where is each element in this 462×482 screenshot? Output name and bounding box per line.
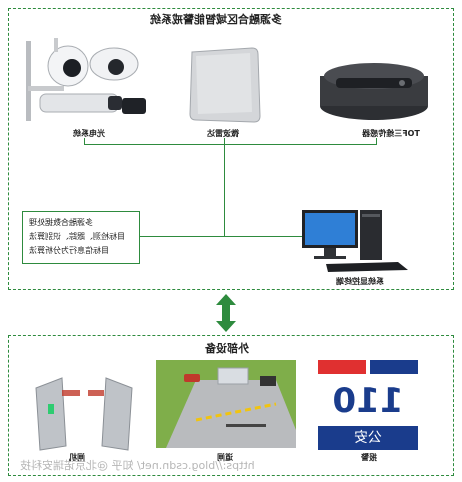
- police-label: 报警: [361, 453, 377, 462]
- radar-icon: [189, 47, 261, 123]
- police-light-blue: [370, 360, 418, 374]
- camera-icon: [26, 38, 146, 121]
- external-devices-frame: [8, 335, 454, 476]
- trunk-line: [224, 144, 225, 237]
- algorithm-line: 目标检测、跟踪、识别算法: [29, 232, 125, 241]
- workstation-icon: [302, 210, 408, 272]
- algorithm-line: 目标信息行为分析算法: [29, 246, 109, 255]
- algorithm-box: 多源融合数据处理 目标检测、跟踪、识别算法 目标信息行为分析算法: [22, 211, 140, 264]
- radar-label: 微波雷达: [207, 129, 239, 138]
- tof-sensor-icon: [320, 63, 428, 120]
- camera-label: 光电系统: [73, 129, 105, 138]
- barrier-gate-icon: [156, 360, 296, 448]
- tof-connector: [376, 138, 377, 145]
- gate-icon: [35, 377, 133, 451]
- double-arrow-icon: [216, 294, 236, 332]
- police-number: 110: [332, 381, 404, 421]
- external-devices-title: 外部设备: [205, 342, 249, 355]
- algorithm-line: 多源融合数据处理: [29, 218, 93, 227]
- top-system-title: 多源融合区域智能警戒系统: [150, 13, 282, 26]
- police-light-red: [318, 360, 366, 374]
- device-bus-line: [84, 144, 376, 145]
- police-text: 公安: [318, 426, 418, 450]
- platform-label: 系统显控终端: [336, 277, 384, 286]
- processing-link-line: [140, 236, 304, 237]
- camera-connector: [84, 138, 85, 145]
- tof-sensor-label: TOF三维传感器: [362, 129, 420, 138]
- radar-connector: [224, 138, 225, 145]
- watermark-text: https://blog.csdn.net/ 知乎 @北京诺瑞安科技: [20, 459, 255, 472]
- police-icon: 110 公安: [318, 360, 418, 450]
- top-system-frame: [8, 8, 454, 290]
